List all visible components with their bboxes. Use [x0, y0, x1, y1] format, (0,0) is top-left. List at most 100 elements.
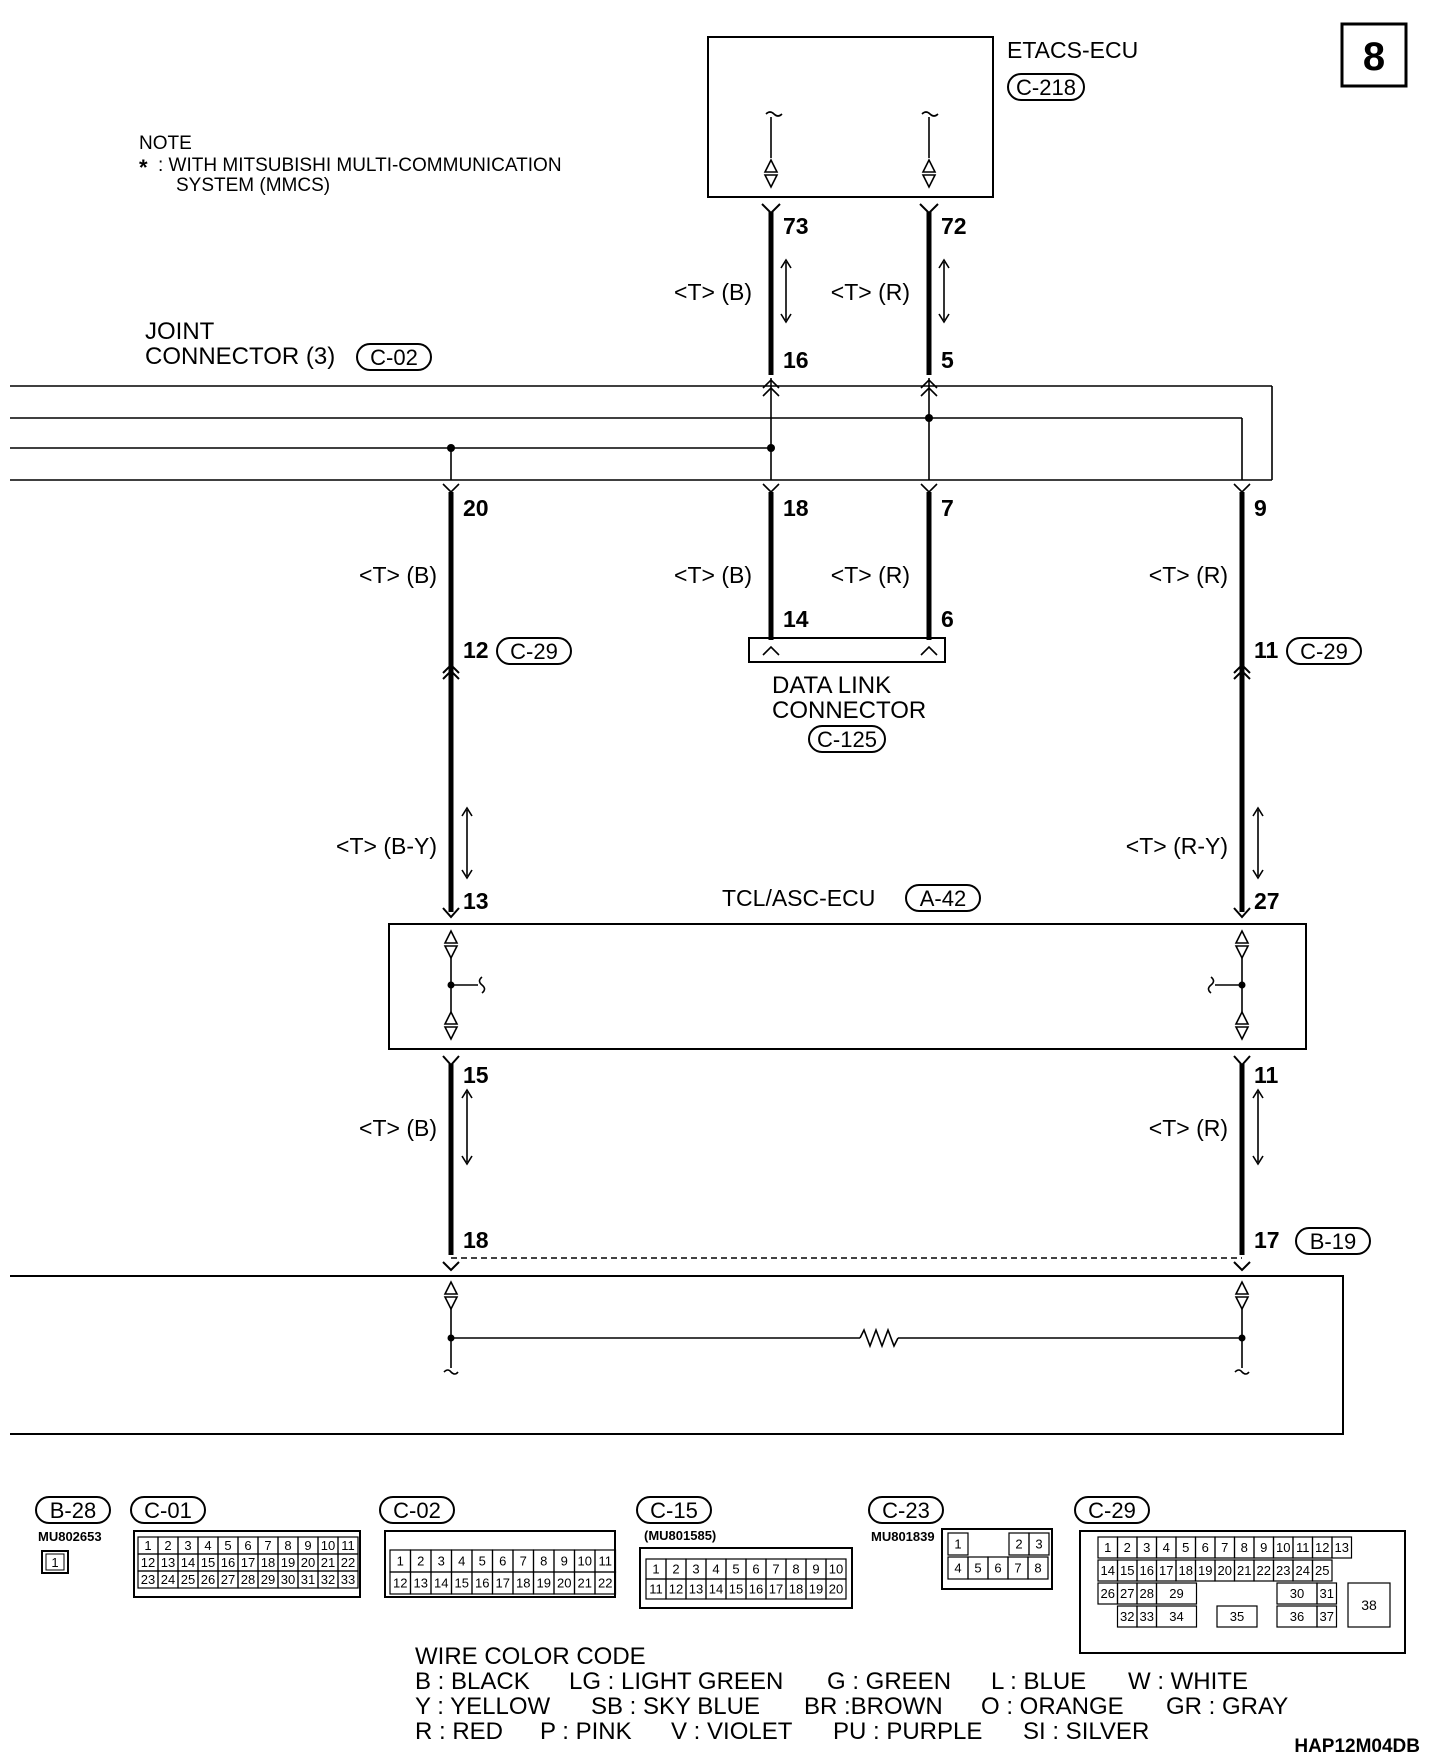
connector-pin — [1347, 1582, 1391, 1628]
connector-pin-label: 20 — [1218, 1563, 1232, 1578]
joint-label-2: CONNECTOR (3) — [145, 343, 335, 370]
connector-pin-label: 7 — [264, 1538, 271, 1553]
connector-pin-label: 12 — [1315, 1540, 1329, 1555]
connector-pin-label: 20 — [829, 1582, 843, 1597]
connector-pin-label: 9 — [561, 1554, 568, 1569]
joint-connector: JOINT CONNECTOR (3) C-02 — [10, 318, 1273, 494]
connector-pin-label: 21 — [321, 1555, 335, 1570]
note: NOTE * : WITH MITSUBISHI MULTI-COMMUNICA… — [139, 133, 562, 196]
connector-pin-label: 3 — [184, 1538, 191, 1553]
terminator-unit — [10, 1275, 1344, 1435]
lower-wires: 20 <T> (B) 12 C-29 <T> (B-Y) 13 18 7 <T>… — [336, 492, 1362, 919]
connector-pin — [1316, 1582, 1338, 1605]
wire-label-tb-3: <T> (B) — [674, 562, 752, 588]
c29-code-left: C-29 — [510, 639, 558, 664]
connector-pin-label: 1 — [1104, 1540, 1111, 1555]
connector-pin-label: 13 — [414, 1576, 428, 1591]
pin-5: 5 — [941, 347, 954, 373]
svg-text:W : WHITE: W : WHITE — [1128, 1668, 1248, 1695]
svg-text:C-23: C-23 — [882, 1498, 930, 1523]
connector-pin-label: 12 — [141, 1555, 155, 1570]
wire-label-tb-2: <T> (B) — [359, 562, 437, 588]
connector-pin-label: 19 — [1198, 1563, 1212, 1578]
wire-color-legend: WIRE COLOR CODE B : BLACK LG : LIGHT GRE… — [415, 1643, 1288, 1745]
connector-pin-label: 6 — [244, 1538, 251, 1553]
svg-text:O : ORANGE: O : ORANGE — [981, 1693, 1124, 1720]
connector-pin-label: 6 — [499, 1554, 506, 1569]
connector-pin-label: 14 — [181, 1555, 195, 1570]
connector-pin-label: 15 — [455, 1576, 469, 1591]
dlc-label-1: DATA LINK — [772, 672, 891, 699]
joint-connector-code: C-02 — [370, 345, 418, 370]
wire-label-tr-3: <T> (R) — [1149, 562, 1228, 588]
connector-pin-label: 19 — [809, 1582, 823, 1597]
connector-pin-label: 5 — [974, 1561, 981, 1576]
connector-pin-label: 32 — [321, 1572, 335, 1587]
connector-pin-label: 7 — [772, 1562, 779, 1577]
connector-pin-label: 31 — [1320, 1586, 1334, 1601]
wire-label-tr-1: <T> (R) — [831, 279, 910, 305]
svg-text:GR : GRAY: GR : GRAY — [1166, 1693, 1288, 1720]
svg-text:PU : PURPLE: PU : PURPLE — [833, 1718, 982, 1745]
note-heading: NOTE — [139, 133, 192, 154]
connector-pin-label: 35 — [1230, 1609, 1244, 1624]
note-star: * — [139, 155, 148, 180]
connector-pin-label: 3 — [1035, 1537, 1042, 1552]
connector-pin-label: 8 — [284, 1538, 291, 1553]
connector-pin-label: 11 — [649, 1582, 663, 1597]
etacs-wires: 73 72 <T> (B) <T> (R) 16 5 — [674, 203, 967, 375]
dlc-pin-14: 14 — [783, 606, 809, 632]
connector-pin-label: 34 — [1169, 1609, 1183, 1624]
diagram-code: HAP12M04DB — [1294, 1736, 1420, 1757]
svg-text:LG : LIGHT GREEN: LG : LIGHT GREEN — [569, 1668, 783, 1695]
svg-text:R : RED: R : RED — [415, 1718, 503, 1745]
tcl-bottom-wires: 15 11 <T> (B) <T> (R) 18 17 B-19 — [359, 1055, 1371, 1272]
connector-pin-label: 7 — [1014, 1561, 1021, 1576]
connector-pin-label: 28 — [1140, 1586, 1154, 1601]
connector-pin-label: 4 — [1163, 1540, 1170, 1555]
connector-pin-label: 3 — [692, 1562, 699, 1577]
dlc-connector-code: C-125 — [817, 727, 877, 752]
connector-pin-label: 5 — [732, 1562, 739, 1577]
connector-pin-label: 20 — [301, 1555, 315, 1570]
legend-title: WIRE COLOR CODE — [415, 1643, 646, 1670]
pin-7: 7 — [941, 495, 954, 521]
connector-pin-label: 2 — [672, 1562, 679, 1577]
connector-pin-label: 22 — [1257, 1563, 1271, 1578]
connector-pin-label: 2 — [1124, 1540, 1131, 1555]
connector-pin — [1316, 1605, 1338, 1628]
connector-pin-label: 4 — [458, 1554, 465, 1569]
svg-text:C-01: C-01 — [144, 1498, 192, 1523]
wire-label-tb-4: <T> (B) — [359, 1115, 437, 1141]
connector-pin-label: 4 — [954, 1561, 961, 1576]
note-line1: : WITH MITSUBISHI MULTI-COMMUNICATION — [158, 155, 562, 176]
connector-pin-label: 2 — [164, 1538, 171, 1553]
svg-text:C-02: C-02 — [393, 1498, 441, 1523]
etacs-connector-code: C-218 — [1016, 75, 1076, 100]
c29-code-right: C-29 — [1300, 639, 1348, 664]
connector-pin — [1027, 1556, 1049, 1580]
b19-pin-17: 17 — [1254, 1227, 1280, 1253]
connector-pin-label: 33 — [1140, 1609, 1154, 1624]
connector-pin-label: 2 — [1015, 1537, 1022, 1552]
svg-text:Y : YELLOW: Y : YELLOW — [415, 1693, 551, 1720]
svg-text:BR :BROWN: BR :BROWN — [804, 1693, 943, 1720]
data-link-connector: DATA LINK CONNECTOR C-125 — [748, 637, 946, 753]
etacs-ecu: ETACS-ECU C-218 — [707, 36, 1138, 198]
connector-pin-label: 29 — [1169, 1586, 1183, 1601]
connector-pin — [1311, 1559, 1333, 1582]
connector-pin-label: 16 — [221, 1555, 235, 1570]
connector-pin — [947, 1532, 969, 1556]
connector-pin-label: 11 — [341, 1538, 355, 1553]
connector-pin-label: 4 — [204, 1538, 211, 1553]
connector-pin-label: 30 — [281, 1572, 295, 1587]
connector-pin-label: 10 — [321, 1538, 335, 1553]
tcl-pin-15: 15 — [463, 1062, 489, 1088]
b19-connector-code: B-19 — [1310, 1229, 1356, 1254]
etacs-ecu-name: ETACS-ECU — [1007, 37, 1138, 63]
tcl-asc-ecu: TCL/ASC-ECU A-42 — [388, 884, 1307, 1050]
connector-pin-label: 5 — [224, 1538, 231, 1553]
connector-pin-label: 6 — [1202, 1540, 1209, 1555]
connector-pin-label: 28 — [241, 1572, 255, 1587]
